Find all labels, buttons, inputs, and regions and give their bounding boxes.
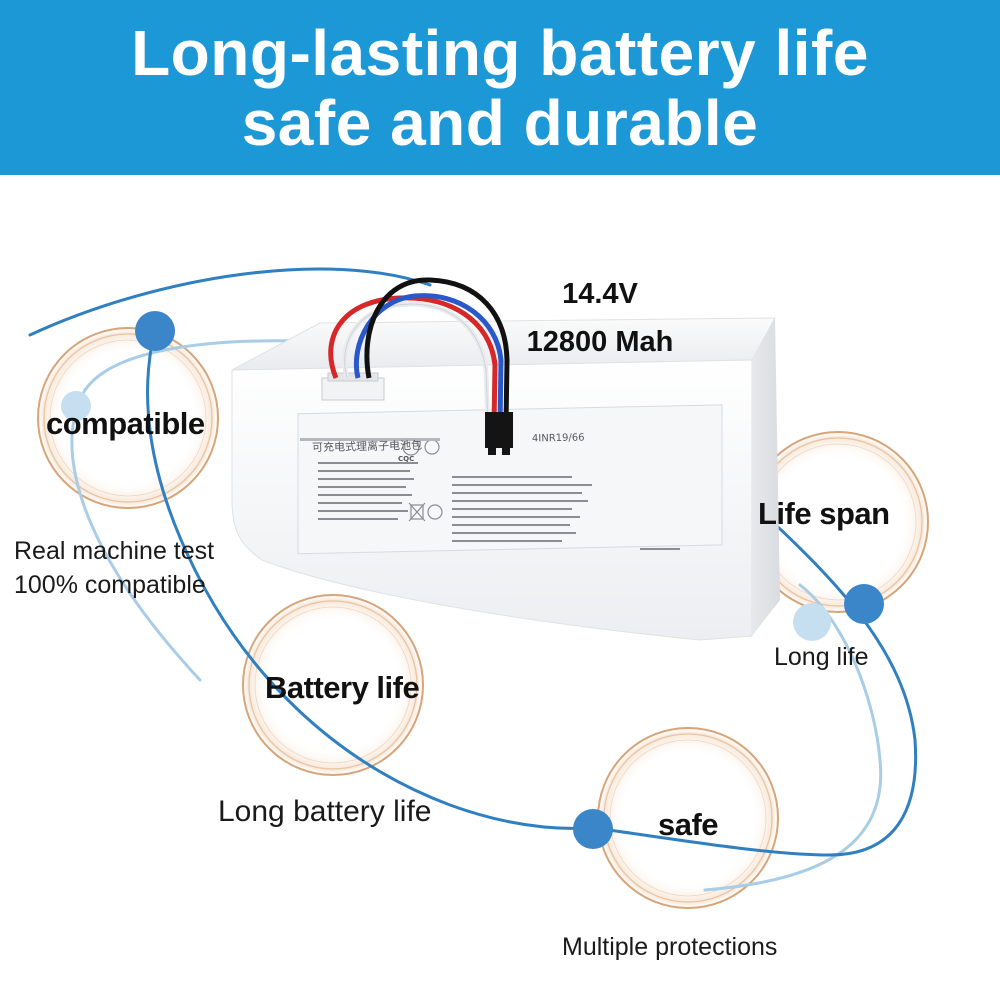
feature-desc-life-span: Long life	[774, 643, 869, 671]
battery-label-model: 4INR19/66	[531, 432, 585, 445]
feature-desc-safe: Multiple protections	[562, 933, 778, 961]
battery-label-title: 可充电式理离子电池包	[311, 438, 423, 455]
recycle-icon	[408, 502, 443, 522]
feature-title-safe: safe	[658, 807, 719, 842]
feature-title-compatible: compatible	[46, 406, 205, 441]
feature-desc-compatible-line1: Real machine test	[14, 537, 215, 565]
ring-compatible	[36, 326, 220, 510]
spec-capacity: 12800 Mah	[526, 326, 674, 358]
battery-label-cert: CQC	[398, 455, 415, 463]
battery-pack	[231, 277, 780, 641]
headline-line-2: safe and durable	[241, 86, 759, 159]
headline-line-1: Long-lasting battery life	[131, 16, 869, 89]
curve-dots	[135, 311, 884, 849]
header-banner: Long-lasting battery life safe and durab…	[0, 0, 1000, 175]
feature-title-battery-life: Battery life	[265, 670, 420, 705]
label-fine-print	[318, 462, 680, 550]
ring-battery-life	[241, 593, 425, 777]
feature-desc-compatible-line2: 100% compatible	[14, 571, 206, 599]
feature-title-life-span: Life span	[758, 496, 890, 531]
light-dots	[61, 391, 831, 641]
light-curves	[70, 339, 883, 892]
wire-connector-icon	[321, 277, 513, 455]
feature-desc-battery-life: Long battery life	[218, 795, 432, 828]
spec-voltage: 14.4V	[562, 278, 638, 310]
